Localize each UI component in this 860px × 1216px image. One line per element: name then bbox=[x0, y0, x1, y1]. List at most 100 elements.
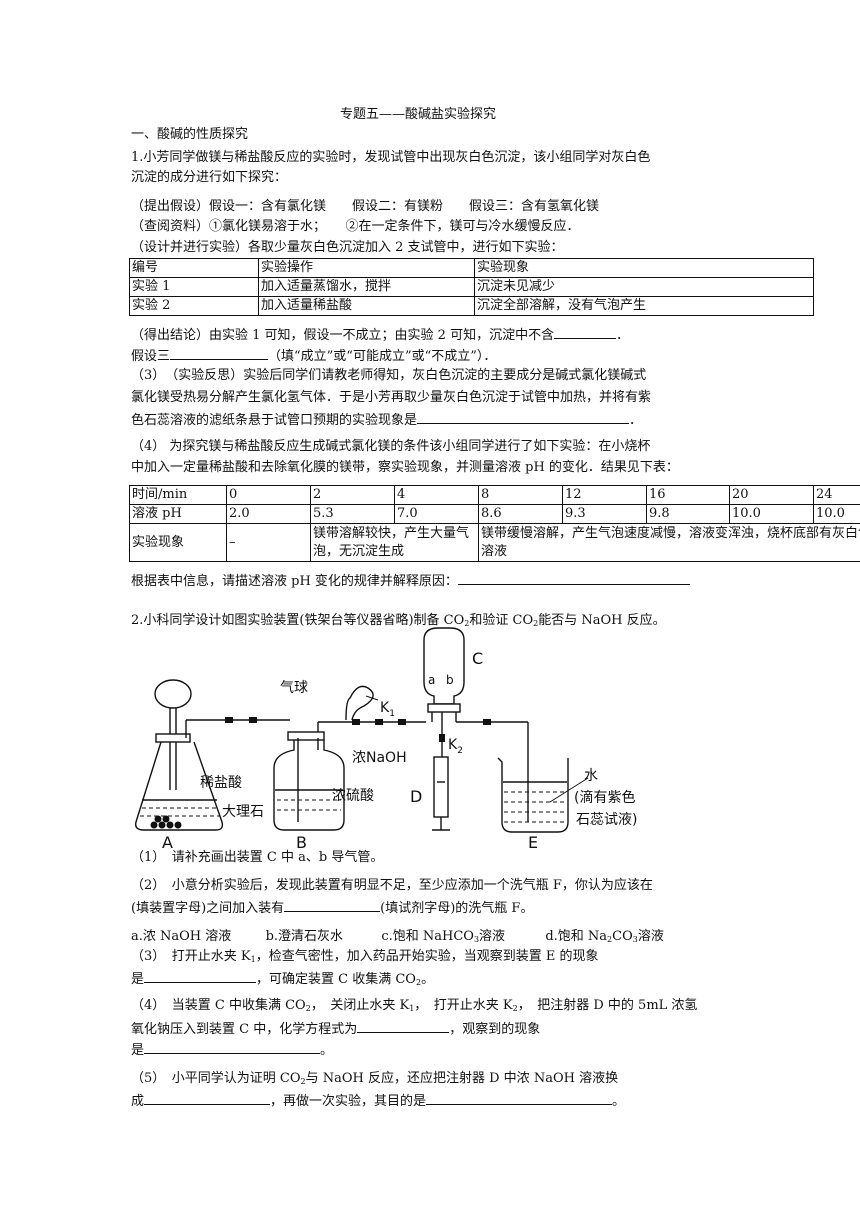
bottle-b bbox=[273, 721, 426, 831]
q2-options: a.浓 NaOH 溶液 b.澄清石灰水 c.饱和 NaHCO3溶液 d.饱和 N… bbox=[131, 928, 664, 949]
subscript: 2 bbox=[300, 1077, 306, 1086]
label-d: D bbox=[410, 787, 422, 806]
conclusion-end: ． bbox=[616, 328, 630, 343]
label-b: B bbox=[296, 833, 307, 852]
time-cell: 20 bbox=[729, 485, 814, 505]
k1-label: K1 bbox=[380, 700, 395, 719]
sub3-text: 是 bbox=[131, 972, 145, 987]
q1-reflect-line-1: （3） （实验反思）实验后同学们请教老师得知，灰白色沉淀的主要成分是碱式氯化镁碱… bbox=[131, 368, 647, 383]
answer-blank[interactable] bbox=[457, 571, 690, 585]
sub4-text: 是 bbox=[131, 1043, 145, 1058]
q2-sub4-line-1: （4） 当装置 C 中收集满 CO2， 关闭止水夹 K1， 打开止水夹 K2， … bbox=[131, 997, 697, 1018]
answer-blank[interactable] bbox=[144, 969, 257, 983]
ph-cell: 10.0 bbox=[729, 504, 814, 524]
sub4-text: ， 打开止水夹 K bbox=[414, 998, 513, 1013]
conclusion-end: （填“成立”或“可能成立”或“不成立”）． bbox=[268, 349, 497, 364]
table-cell: 沉淀未见减少 bbox=[474, 277, 814, 297]
pattern-text: 根据表中信息，请描述溶液 pH 变化的规律并解释原因： bbox=[131, 574, 458, 589]
obs-cell: 镁带溶解较快，产生大量气泡，无沉淀生成 bbox=[310, 523, 479, 562]
q2-sub4-line-3: 是。 bbox=[131, 1040, 333, 1060]
label-a: A bbox=[162, 833, 173, 852]
sub3-text: （3） 打开止水夹 K bbox=[131, 949, 251, 964]
bottle-c bbox=[423, 627, 529, 822]
ph-cell: 9.3 bbox=[562, 504, 647, 524]
q2-sub3-line-2: 是，可确定装置 C 收集满 CO2。 bbox=[131, 969, 434, 992]
answer-blank[interactable] bbox=[144, 1091, 271, 1105]
table-header-cell: 实验现象 bbox=[474, 258, 814, 278]
option-text: d.饱和 Na bbox=[545, 929, 608, 944]
time-cell: 4 bbox=[394, 485, 479, 505]
table-row: 实验 1 加入适量蒸馏水，搅拌 沉淀未见减少 bbox=[129, 277, 814, 297]
conclusion-text: 假设三 bbox=[131, 349, 171, 364]
subscript: 2 bbox=[607, 935, 613, 944]
h2so4-label: 浓硫酸 bbox=[332, 788, 374, 804]
ph-cell: 8.6 bbox=[478, 504, 563, 524]
sub2-text: (填试剂字母)的洗气瓶 F。 bbox=[380, 901, 534, 916]
answer-blank[interactable] bbox=[417, 410, 630, 424]
answer-blank[interactable] bbox=[357, 1019, 450, 1033]
table-cell: 加入适量稀盐酸 bbox=[258, 296, 475, 316]
conclusion-text: （得出结论）由实验 1 可知，假设一不成立；由实验 2 可知，沉淀中不含 bbox=[131, 328, 555, 343]
time-cell: 8 bbox=[478, 485, 563, 505]
ph-cell: 5.3 bbox=[310, 504, 395, 524]
q2-sub5-line-2: 成，再做一次实验，其目的是。 bbox=[131, 1091, 625, 1111]
flask-a bbox=[134, 679, 290, 831]
q1-intro-line-1: 1.小芳同学做镁与稀盐酸反应的实验时，发现试管中出现灰白色沉淀，该小组同学对灰白… bbox=[131, 150, 651, 165]
row-label: 实验现象 bbox=[129, 523, 227, 562]
answer-blank[interactable] bbox=[284, 898, 381, 912]
answer-blank[interactable] bbox=[170, 346, 269, 360]
naoh-label: 浓NaOH bbox=[352, 750, 407, 766]
subscript: 2 bbox=[457, 746, 463, 756]
ph-cell: 2.0 bbox=[226, 504, 311, 524]
table-row: 实验 2 加入适量稀盐酸 沉淀全部溶解，没有气泡产生 bbox=[129, 296, 814, 316]
page-title: 专题五——酸碱盐实验探究 bbox=[340, 107, 497, 122]
q2-sub4-line-2: 氧化钠压入到装置 C 中，化学方程式为，观察到的现象 bbox=[131, 1019, 540, 1039]
table-row-time: 时间/min 0 2 4 8 12 16 20 24 bbox=[129, 485, 860, 505]
water-note-2: 石蕊试液) bbox=[576, 812, 637, 828]
q1-lookup: （查阅资料）①氯化镁易溶于水； ②在一定条件下，镁可与冷水缓慢反应． bbox=[131, 219, 580, 234]
table-row-observation: 实验现象 – 镁带溶解较快，产生大量气泡，无沉淀生成 镁带缓慢溶解，产生气泡速度… bbox=[129, 523, 860, 562]
answer-blank[interactable] bbox=[554, 325, 617, 339]
syringe-d bbox=[432, 756, 450, 831]
q2-sub5-line-1: （5） 小平同学认为证明 CO2与 NaOH 反应，还应把注射器 D 中浓 Na… bbox=[131, 1070, 618, 1091]
table-header-row: 编号 实验操作 实验现象 bbox=[129, 258, 814, 278]
option-text: c.饱和 NaHCO bbox=[381, 929, 474, 944]
subscript: 1 bbox=[409, 1004, 415, 1013]
ph-cell: 7.0 bbox=[394, 504, 479, 524]
sub5-text: 成 bbox=[131, 1094, 145, 1109]
q1-reflect-line-3: 色石蕊溶液的滤纸条悬于试管口预期的实验现象是． bbox=[131, 410, 642, 430]
table-cell: 实验 2 bbox=[129, 296, 259, 316]
tube-connectors bbox=[225, 717, 491, 742]
subscript: 1 bbox=[389, 709, 395, 719]
q2-intro-text: 能否与 NaOH 反应。 bbox=[538, 613, 666, 628]
beaker-e bbox=[497, 757, 569, 833]
water-label: 水 bbox=[584, 768, 598, 784]
sub4-text: ， 把注射器 D 中的 5mL 浓氢 bbox=[517, 998, 698, 1013]
obs-cell: – bbox=[226, 523, 311, 562]
sub4-text: ， 关闭止水夹 K bbox=[310, 998, 410, 1013]
time-cell: 24 bbox=[813, 485, 860, 505]
q2-sub1: （1） 请补充画出装置 C 中 a、b 导气管。 bbox=[131, 850, 384, 865]
q1-reflect-line-2: 氯化镁受热易分解产生氯化氢气体．于是小芳再取少量灰白色沉淀于试管中加热，并将有紫 bbox=[131, 390, 652, 405]
answer-blank[interactable] bbox=[426, 1091, 613, 1105]
subscript: 3 bbox=[473, 935, 480, 944]
sub2-text: (填装置字母)之间加入装有 bbox=[131, 901, 285, 916]
balloon-label: 气球 bbox=[280, 680, 308, 696]
q1-pattern: 根据表中信息，请描述溶液 pH 变化的规律并解释原因： bbox=[131, 571, 690, 591]
q1-hypothesis: （提出假设）假设一：含有氯化镁 假设二：有镁粉 假设三：含有氢氧化镁 bbox=[131, 199, 600, 214]
q2-sub3-line-1: （3） 打开止水夹 K1，检查气密性，加入药品开始实验，当观察到装置 E 的现象 bbox=[131, 948, 598, 969]
tube-a-label: a bbox=[428, 673, 435, 687]
time-cell: 16 bbox=[646, 485, 730, 505]
section-heading: 一、酸碱的性质探究 bbox=[131, 127, 249, 142]
answer-blank[interactable] bbox=[144, 1040, 321, 1054]
ph-cell: 10.0 bbox=[813, 504, 860, 524]
water-note-1: (滴有紫色 bbox=[574, 789, 635, 806]
sub5-text: ，再做一次实验，其目的是 bbox=[270, 1094, 427, 1109]
q1-part4-line-1: （4） 为探究镁与稀盐酸反应生成碱式氯化镁的条件该小组同学进行了如下实验：在小烧… bbox=[131, 439, 651, 454]
q2-intro-text: 2.小科同学设计如图实验装置(铁架台等仪器省略)制备 CO bbox=[131, 613, 465, 628]
subscript: 2 bbox=[415, 978, 422, 987]
subscript: 1 bbox=[250, 955, 256, 964]
q2-sub2-line-1: （2） 小意分析实验后，发现此装置有明显不足，至少应添加一个洗气瓶 F，你认为应… bbox=[131, 878, 653, 893]
balloon bbox=[345, 685, 374, 721]
subscript: 2 bbox=[305, 1004, 311, 1013]
